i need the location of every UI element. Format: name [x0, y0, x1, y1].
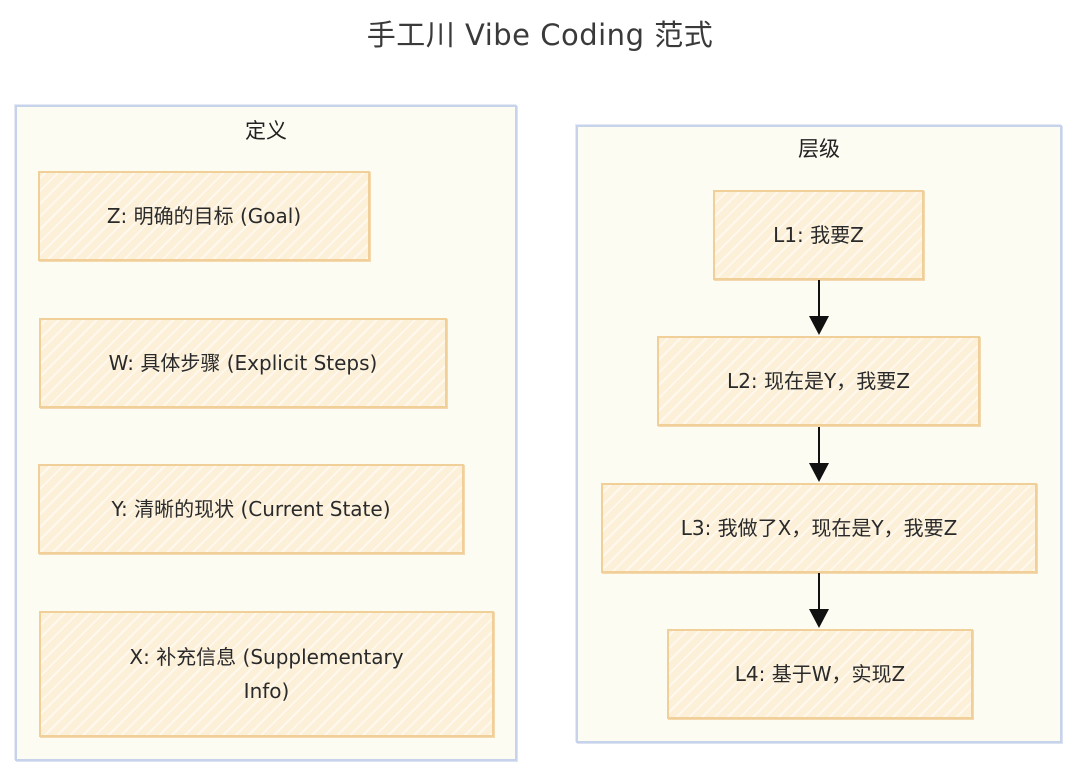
level-2-box: L2: 现在是Y，我要Z: [657, 336, 980, 426]
arrow-level-2-to-3: [809, 427, 829, 482]
levels-panel-label: 层级: [798, 137, 840, 161]
definition-info-box: X: 补充信息 (Supplementary Info): [39, 611, 494, 737]
arrow-level-3-to-4: [809, 573, 829, 628]
diagram-title: 手工川 Vibe Coding 范式: [366, 18, 714, 52]
level-1-box: L1: 我要Z: [713, 190, 924, 280]
definition-state-box: Y: 清晰的现状 (Current State): [38, 464, 464, 554]
definitions-panel-label: 定义: [245, 119, 287, 143]
level-4-box: L4: 基于W，实现Z: [667, 629, 973, 719]
level-3-box: L3: 我做了X，现在是Y，我要Z: [601, 483, 1037, 573]
definition-goal-box: Z: 明确的目标 (Goal): [38, 171, 370, 261]
arrow-level-1-to-2: [809, 280, 829, 335]
definition-steps-box: W: 具体步骤 (Explicit Steps): [39, 318, 447, 408]
